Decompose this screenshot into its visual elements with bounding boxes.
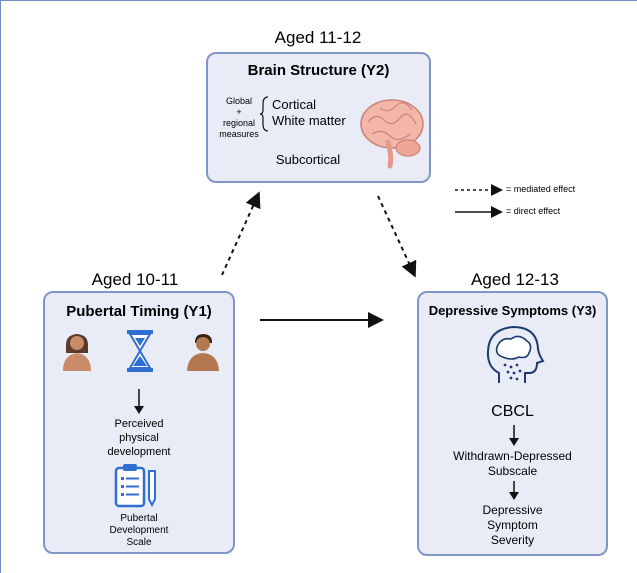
subcortical-label: Subcortical xyxy=(275,152,341,167)
brain-structure-title: Brain Structure (Y2) xyxy=(247,62,390,79)
female-figure-icon xyxy=(63,334,91,371)
brain-icon xyxy=(360,99,424,169)
head-rain-icon xyxy=(486,325,545,383)
brain-age-label: Aged 11-12 xyxy=(274,28,362,47)
depression-down-arrow-2 xyxy=(509,481,519,500)
depression-down-arrow-1 xyxy=(509,425,519,446)
legend-mediated-label: = mediated effect xyxy=(506,184,576,194)
withdrawn-depressed-subscale-label: Withdrawn-Depressed Subscale xyxy=(453,449,572,478)
pubertal-timing-box: Pubertal Timing (Y1) Perceived physical … xyxy=(43,291,235,554)
pubertal-timing-title: Pubertal Timing (Y1) xyxy=(66,303,212,320)
depressive-symptoms-title: Depressive Symptoms (Y3) xyxy=(428,303,597,318)
mediated-arrow-brain-to-depression xyxy=(377,195,417,278)
depression-age-label: Aged 12-13 xyxy=(471,270,559,289)
cbcl-label: CBCL xyxy=(491,403,534,420)
puberty-age-label: Aged 10-11 xyxy=(91,270,179,289)
mediated-arrow-puberty-to-brain xyxy=(221,191,261,276)
global-regional-measures-label: Global + regional measures xyxy=(219,96,259,139)
hourglass-icon xyxy=(127,330,153,372)
clipboard-pencil-icon xyxy=(114,464,156,508)
cortical-label: Cortical xyxy=(272,97,317,112)
brain-structure-box: Brain Structure (Y2) Global + regional m… xyxy=(206,52,431,183)
perceived-physical-development-label: Perceived physical development xyxy=(107,418,171,458)
measures-brace-icon xyxy=(260,96,269,132)
legend-direct-label: = direct effect xyxy=(506,206,561,216)
male-figure-icon xyxy=(187,334,219,371)
pubertal-development-scale-label: Pubertal Development Scale xyxy=(109,513,169,548)
puberty-down-arrow-1 xyxy=(134,389,144,414)
white-matter-label: White matter xyxy=(272,113,346,128)
depressive-symptoms-box: Depressive Symptoms (Y3) CBCL Withdrawn-… xyxy=(417,291,608,556)
depressive-symptom-severity-label: Depressive Symptom Severity xyxy=(482,503,543,547)
